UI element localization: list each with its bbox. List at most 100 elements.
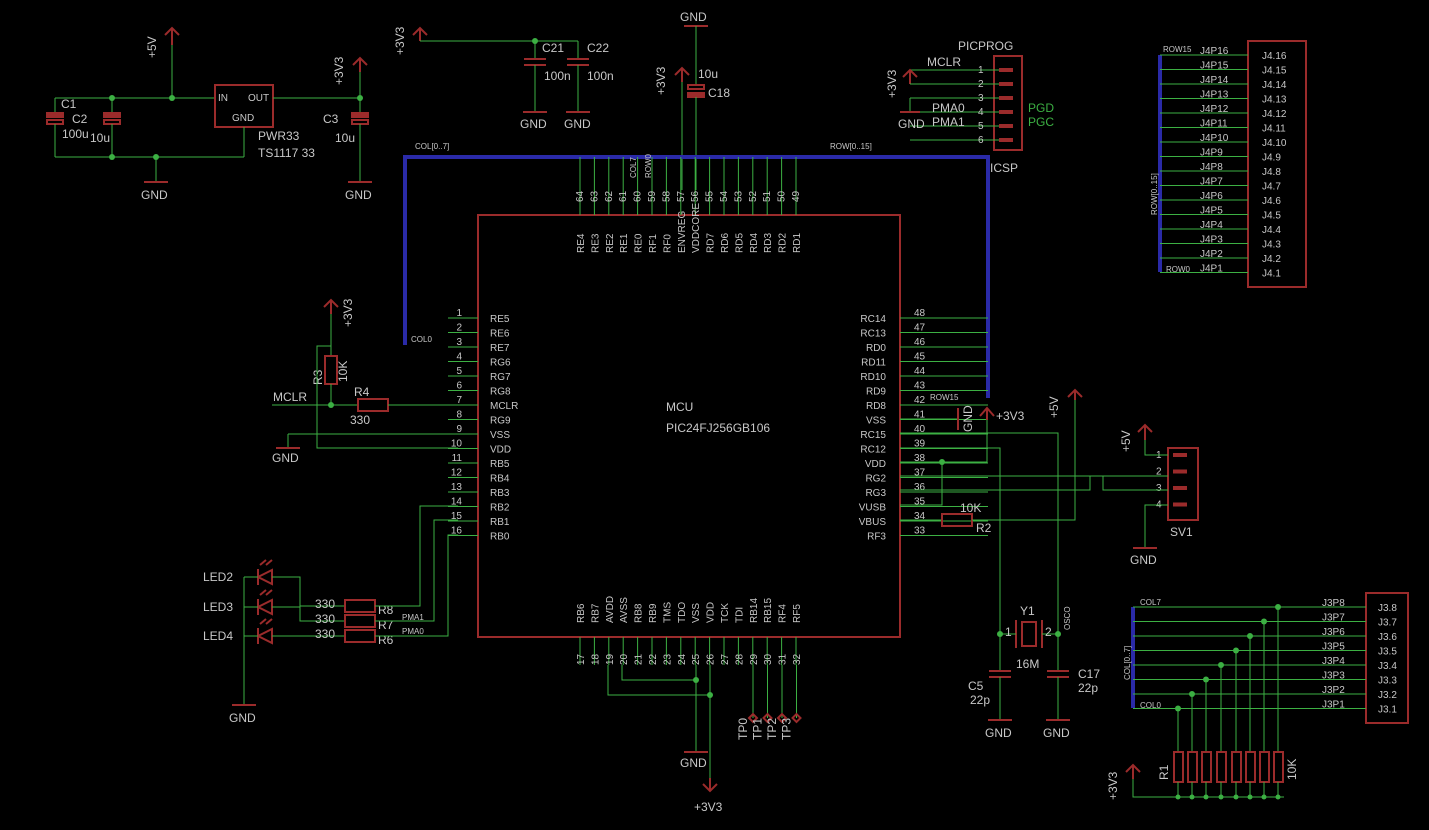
- gnd-c22: GND: [564, 117, 591, 131]
- reg-value: TS1117 33: [258, 146, 315, 160]
- mcu-pin-num: 38: [914, 453, 926, 464]
- mcu-pin-name: RD10: [860, 372, 886, 383]
- p3v3-top: +3V3: [393, 26, 407, 55]
- j4-net-label: J4P14: [1200, 75, 1229, 86]
- c22-label: C22: [587, 41, 609, 55]
- j3-pullup-resistor: [1273, 751, 1284, 783]
- testpoint-marker: [776, 712, 788, 724]
- led-resistor: [344, 599, 376, 613]
- reg-name: PWR33: [258, 129, 300, 143]
- c21-value: 100n: [544, 69, 571, 83]
- mcu-pin-name: RB3: [490, 488, 510, 499]
- c17-label: C17: [1078, 667, 1100, 681]
- gnd-icsp: GND: [898, 117, 925, 131]
- j4-bus-top: ROW15: [1163, 45, 1192, 54]
- mcu-pin-num: 22: [648, 653, 659, 665]
- mcu-pin-num: 53: [733, 190, 744, 202]
- mcu-pin-name: RB0: [490, 532, 510, 543]
- reset-circuit: +3V3 R3 10K MCLR R4 330 GND: [272, 298, 458, 465]
- rarr-value: 10K: [1285, 759, 1299, 780]
- pma0-label: PMA0: [402, 627, 424, 636]
- led-label: LED2: [203, 570, 233, 584]
- mcu-pin-num: 25: [691, 653, 702, 665]
- mcu-pin-num: 8: [456, 410, 462, 421]
- mcu-pin-num: 1: [456, 308, 462, 319]
- mcu-pin-name: RF3: [867, 532, 886, 543]
- j3-pullup-resistor: [1245, 751, 1256, 783]
- testpoint-label: TP1: [751, 718, 765, 740]
- mcu-pin-name: RE7: [490, 343, 510, 354]
- mcu-pin-name: VUSB: [859, 503, 887, 514]
- j3-net-label: J3P5: [1322, 642, 1345, 653]
- mcu-pin-name: AVDD: [605, 596, 616, 623]
- j4-net-label: J4P11: [1200, 119, 1228, 130]
- led-label: LED4: [203, 629, 233, 643]
- j4-net-label: J4P10: [1200, 133, 1229, 144]
- j4-net-label: J4P9: [1200, 148, 1223, 159]
- j4-net-label: J4P15: [1200, 61, 1229, 72]
- j3-pin-label: J3.3: [1378, 676, 1397, 687]
- mcu-pin-name: RB2: [490, 503, 510, 514]
- testpoint-marker: [791, 712, 802, 724]
- led-res-label: R6: [378, 633, 394, 647]
- c5-label: C5: [968, 679, 984, 693]
- j3-net-label: J3P4: [1322, 656, 1345, 667]
- mcu-pin-name: RE1: [619, 233, 630, 253]
- j3-pin-label: J3.2: [1378, 690, 1397, 701]
- j4-pin-label: J4.16: [1262, 51, 1287, 62]
- icsp-pgc: PGC: [1028, 115, 1054, 129]
- j4-net-label: J4P7: [1200, 177, 1223, 188]
- mcu-pin-name: TDO: [677, 602, 688, 623]
- mcu-pin-name: RD3: [763, 233, 774, 253]
- led-resistor: [344, 629, 376, 643]
- mcu-pin-name: RF1: [648, 234, 659, 253]
- j4-bus-label: ROW[0..15]: [1150, 173, 1159, 215]
- mcu-pin-num: 20: [619, 653, 630, 665]
- j4-pin-label: J4.7: [1262, 182, 1281, 193]
- mcu-pin-name: RB5: [490, 459, 510, 470]
- mcu-pin-name: RE2: [605, 233, 616, 253]
- mcu-pin-name: RD9: [866, 387, 886, 398]
- testpoint-marker: [747, 712, 759, 724]
- j3-pin-label: J3.1: [1378, 705, 1397, 716]
- mcu-pin-num: 30: [763, 653, 774, 665]
- j3-pin-label: J3.4: [1378, 661, 1397, 672]
- j4-net-label: J4P13: [1200, 90, 1229, 101]
- mcu-pin-num: 24: [677, 653, 688, 665]
- mcu-pin-num: 58: [661, 190, 672, 202]
- mcu-pin-num: 28: [734, 653, 745, 665]
- mcu-pin-name: TDI: [734, 607, 745, 623]
- r4-label: R4: [354, 385, 370, 399]
- mcu-pin-name: RG6: [490, 358, 511, 369]
- icsp-pma0: PMA0: [932, 101, 965, 115]
- p5v-vbus: +5V: [1047, 396, 1061, 418]
- mcu-pin-name: VSS: [866, 416, 886, 427]
- mcu-pin-name: RE5: [490, 314, 510, 325]
- j4-pin-label: J4.2: [1262, 254, 1281, 265]
- power-section: +5V IN OUT GND PWR33 TS1117 33 +3V3 C1 1…: [46, 26, 372, 202]
- mcu-pin-name: RG9: [490, 416, 511, 427]
- mcu-pin-num: 59: [647, 190, 658, 202]
- sv1-pin-num: 2: [1156, 467, 1162, 478]
- mcu-pin-num: 29: [749, 653, 760, 665]
- mcu-pin-num: 13: [451, 482, 463, 493]
- mcu-pin-name: AVSS: [619, 597, 630, 623]
- p5v-label: +5V: [145, 36, 159, 58]
- mcu-pin-num: 7: [456, 395, 462, 406]
- led-res-value: 330: [315, 612, 335, 626]
- mcu-pin-num: 56: [690, 190, 701, 202]
- p3v3-bottom: +3V3: [694, 800, 723, 814]
- mcu-pin-num: 48: [914, 308, 926, 319]
- p3v3-j3: +3V3: [1106, 771, 1120, 800]
- mcu-pin-num: 54: [719, 190, 730, 202]
- mcu-pin-num: 34: [914, 511, 926, 522]
- j4-pin-label: J4.12: [1262, 109, 1287, 120]
- mcu-pin-name: RB1: [490, 517, 510, 528]
- mcu-pin-name: RE0: [634, 233, 645, 253]
- mclr-label: MCLR: [273, 390, 307, 404]
- r4: [357, 398, 389, 412]
- j4-pin-label: J4.4: [1262, 225, 1281, 236]
